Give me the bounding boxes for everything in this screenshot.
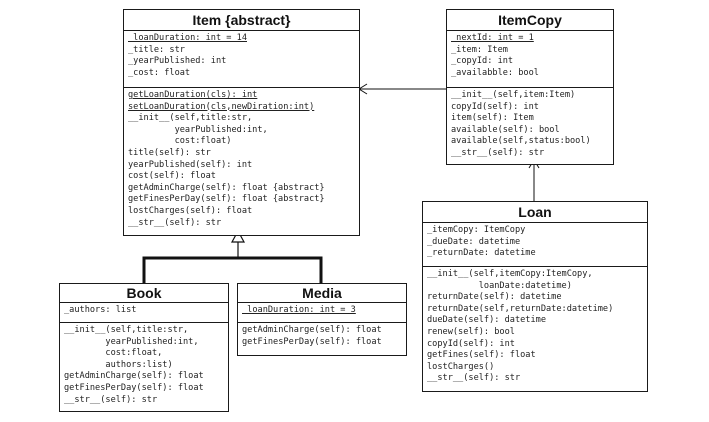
method: authors:list) [64, 359, 173, 370]
attribute: _yearPublished: int [128, 56, 227, 67]
method: item(self): Item [451, 113, 534, 124]
method: getFinesPerDay(self): float [242, 336, 382, 347]
method: getAdminCharge(self): float [242, 325, 382, 335]
method: title(self): str [128, 147, 211, 158]
attribute: _returnDate: datetime [427, 248, 536, 259]
attribute: _authors: list [64, 305, 137, 315]
method: yearPublished(self): int [128, 159, 253, 170]
class-book-attributes: _authors: list [60, 303, 228, 322]
method: __init__(self,title:str, [128, 113, 253, 124]
method: renew(self): bool [427, 326, 515, 337]
method: copyId(self): int [427, 338, 515, 349]
method: getAdminCharge(self): float {abstract} [128, 182, 325, 193]
class-media: Media _loanDuration: int = 3 getAdminCha… [237, 283, 407, 356]
attribute: _itemCopy: ItemCopy [427, 225, 526, 235]
method: __str__(self): str [128, 217, 222, 228]
method: yearPublished:int, [64, 336, 199, 347]
method: yearPublished:int, [128, 124, 268, 135]
attribute: _dueDate: datetime [427, 236, 521, 247]
method: cost:float, [64, 348, 163, 359]
class-loan-name: Loan [423, 202, 647, 223]
attribute: _loanDuration: int = 14 [128, 33, 247, 43]
inheritance-triangle [230, 229, 246, 243]
class-loan-attributes: _itemCopy: ItemCopy_dueDate: datetime_re… [423, 223, 647, 266]
method: getFinesPerDay(self): float {abstract} [128, 194, 325, 205]
class-media-name: Media [238, 284, 406, 303]
method: dueDate(self): datetime [427, 315, 546, 326]
attribute: _copyId: int [451, 56, 514, 67]
class-book-methods: __init__(self,title:str, yearPublished:i… [60, 322, 228, 411]
method: available(self,status:bool) [451, 136, 591, 147]
class-itemcopy: ItemCopy _nextId: int = 1_item: Item_cop… [446, 9, 614, 165]
attribute: _item: Item [451, 44, 508, 55]
method: getFinesPerDay(self): float [64, 382, 204, 393]
method: __str__(self): str [64, 394, 158, 405]
class-book: Book _authors: list __init__(self,title:… [59, 283, 229, 412]
method: __init__(self,itemCopy:ItemCopy, [427, 269, 593, 279]
attribute: _cost: float [128, 67, 191, 78]
class-loan: Loan _itemCopy: ItemCopy_dueDate: dateti… [422, 201, 648, 392]
method: loanDate:datetime) [427, 280, 572, 291]
method: __init__(self,item:Item) [451, 90, 576, 100]
class-loan-methods: __init__(self,itemCopy:ItemCopy, loanDat… [423, 266, 647, 391]
inheritance-line [142, 256, 323, 283]
class-item-name: Item {abstract} [124, 10, 359, 31]
class-media-attributes: _loanDuration: int = 3 [238, 303, 406, 322]
class-book-name: Book [60, 284, 228, 303]
class-itemcopy-name: ItemCopy [447, 10, 613, 31]
method: setLoanDuration(cls,newDiration:int) [128, 101, 315, 112]
method: cost(self): float [128, 171, 216, 182]
class-itemcopy-attributes: _nextId: int = 1_item: Item_copyId: int_… [447, 31, 613, 87]
method: getFines(self): float [427, 350, 536, 361]
class-itemcopy-methods: __init__(self,item:Item)copyId(self): in… [447, 87, 613, 164]
method: getAdminCharge(self): float [64, 371, 204, 382]
attribute: _title: str [128, 44, 185, 55]
attribute: _nextId: int = 1 [451, 33, 534, 43]
method: __str__(self): str [451, 147, 545, 158]
method: available(self): bool [451, 124, 560, 135]
method: lostCharges(self): float [128, 205, 253, 216]
method: lostCharges() [427, 361, 495, 372]
method: cost:float) [128, 136, 232, 147]
method: returnDate(self,returnDate:datetime) [427, 303, 614, 314]
method: copyId(self): int [451, 101, 539, 112]
method: returnDate(self): datetime [427, 292, 562, 303]
method: __str__(self): str [427, 373, 521, 384]
attribute: _availabble: bool [451, 67, 539, 78]
method: __init__(self,title:str, [64, 325, 189, 335]
class-item: Item {abstract} _loanDuration: int = 14_… [123, 9, 360, 236]
method: getLoanDuration(cls): int [128, 90, 258, 100]
attribute: _loanDuration: int = 3 [242, 305, 356, 315]
class-item-attributes: _loanDuration: int = 14_title: str_yearP… [124, 31, 359, 87]
